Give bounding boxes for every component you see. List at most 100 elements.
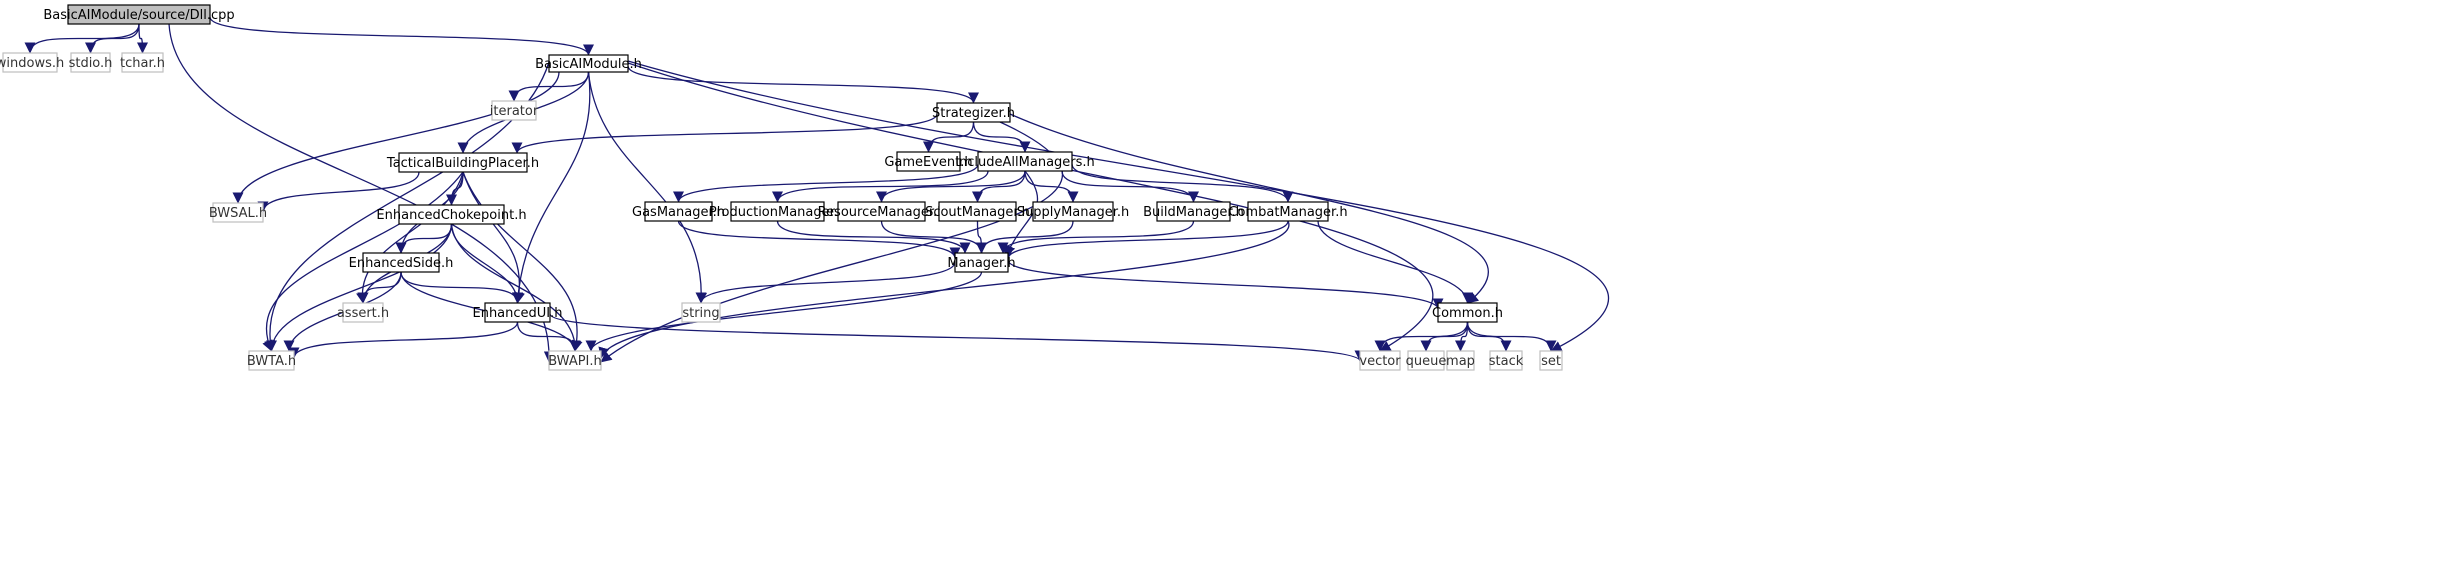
include-edge-dll-to-windows (24, 23, 140, 54)
node-build[interactable]: BuildManager.h (1143, 201, 1244, 222)
include-edge-common-to-vector (1374, 321, 1469, 352)
include-edge-eui-to-bwapi (516, 321, 581, 352)
include-edge-basicai-to-bwsal (232, 71, 560, 204)
node-label: set (1541, 354, 1561, 369)
include-edge-strategizer-to-gameevent (923, 121, 975, 153)
node-label: GasManager.h (632, 205, 725, 220)
include-edge-manager-to-string (695, 261, 956, 304)
node-label: BWAPI.h (548, 354, 602, 369)
include-edge-basicai-to-eui (512, 71, 591, 304)
include-edge-tbp-to-bwapi (462, 171, 583, 352)
edge-layer (24, 16, 1610, 363)
include-edge-dll-to-basicai (209, 16, 594, 56)
include-edge-tbp-to-assert (356, 171, 464, 304)
node-label: BWSAL.h (209, 206, 267, 221)
node-label: Strategizer.h (932, 106, 1015, 121)
include-edge-supply-to-manager (976, 220, 1074, 254)
node-common[interactable]: Common.h (1432, 302, 1503, 323)
include-edge-echoke-to-bwta (266, 223, 453, 352)
include-edge-strategizer-to-tbp (511, 113, 938, 154)
include-edge-tbp-to-bwsal (257, 171, 420, 213)
node-windows: windows.h (0, 52, 64, 73)
node-label: tchar.h (120, 56, 165, 71)
node-label: ScoutManager.h (925, 205, 1030, 220)
node-label: assert.h (337, 306, 389, 321)
node-label: ProductionManager.h (709, 205, 846, 220)
node-bwta: BWTA.h (247, 350, 296, 371)
node-label: BasicAIModule/source/Dll.cpp (43, 8, 234, 23)
include-edge-common-to-map (1455, 321, 1469, 352)
include-edge-dll-to-tchar (136, 23, 148, 54)
node-map: map (1446, 350, 1475, 371)
node-stdio: stdio.h (69, 52, 112, 73)
include-edge-production-to-manager (776, 220, 971, 254)
node-dll[interactable]: BasicAIModule/source/Dll.cpp (43, 4, 235, 25)
node-label: EnhancedUI.h (472, 306, 562, 321)
node-label: windows.h (0, 56, 64, 71)
include-edge-basicai-to-string (587, 71, 708, 304)
node-eside[interactable]: EnhancedSide.h (349, 252, 454, 273)
include-edge-includeall-to-gas (673, 163, 979, 203)
node-label: BWTA.h (247, 354, 296, 369)
include-edge-echoke-to-eui (450, 223, 523, 304)
include-edge-tbp-to-bwta (262, 171, 464, 352)
node-layer: BasicAIModule/source/Dll.cpp windows.h std… (0, 4, 1563, 371)
node-set: set (1539, 350, 1563, 371)
include-edge-combat-to-manager (1002, 220, 1289, 260)
node-label: queue (1406, 354, 1447, 369)
include-edge-tbp-to-eui (462, 171, 525, 304)
node-scout[interactable]: ScoutManager.h (925, 201, 1030, 222)
node-assert: assert.h (337, 302, 389, 323)
include-edge-strategizer-to-common (1009, 113, 1489, 304)
node-label: vector (1359, 354, 1401, 369)
include-edge-echoke-to-bwapi (450, 223, 581, 352)
node-label: Manager.h (947, 256, 1015, 271)
node-label: TacticalBuildingPlacer.h (386, 156, 539, 171)
include-edge-combat-to-common (1317, 220, 1473, 304)
node-manager[interactable]: Manager.h (947, 252, 1016, 273)
include-edge-basicai-to-set (627, 60, 1610, 352)
node-tbp[interactable]: TacticalBuildingPlacer.h (386, 152, 539, 173)
node-iterator: iterator (490, 100, 539, 121)
node-resource[interactable]: ResourceManager.h (818, 201, 946, 222)
node-vector: vector (1359, 350, 1401, 371)
node-label: IncludeAllManagers.h (955, 155, 1095, 170)
node-label: map (1446, 354, 1475, 369)
include-edge-includeall-to-resource (876, 170, 1026, 203)
node-label: BuildManager.h (1143, 205, 1244, 220)
node-supply[interactable]: SupplyManager.h (1017, 201, 1129, 222)
node-strategizer[interactable]: Strategizer.h (932, 102, 1015, 123)
include-edge-combat-to-bwapi (598, 220, 1290, 359)
node-combat[interactable]: CombatManager.h (1228, 201, 1348, 222)
include-edge-eui-to-vector (549, 313, 1366, 362)
node-label: stack (1489, 354, 1524, 369)
node-queue: queue (1406, 350, 1447, 371)
node-gameevent[interactable]: GameEvent.h (884, 151, 973, 172)
include-edge-scout-to-manager (975, 220, 987, 254)
node-label: GameEvent.h (884, 155, 972, 170)
include-edge-gas-to-manager (677, 220, 961, 259)
node-label: Common.h (1432, 306, 1503, 321)
include-edge-includeall-to-production (772, 170, 989, 203)
include-edge-manager-to-common (1007, 259, 1444, 310)
include-edge-common-to-set (1466, 321, 1557, 352)
node-label: ResourceManager.h (818, 205, 946, 220)
include-edge-dll-to-stdio (85, 23, 140, 54)
include-edge-strategizer-to-includeall (972, 121, 1031, 153)
include-edge-includeall-to-scout (972, 170, 1026, 203)
node-production[interactable]: ProductionManager.h (709, 201, 846, 222)
node-bwapi: BWAPI.h (548, 350, 602, 371)
node-label: CombatManager.h (1228, 205, 1347, 220)
node-stack: stack (1489, 350, 1524, 371)
include-edge-includeall-to-build (1061, 170, 1199, 203)
node-gas[interactable]: GasManager.h (632, 201, 725, 222)
include-edge-build-to-manager (997, 220, 1195, 254)
node-label: EnhancedChokepoint.h (376, 208, 526, 223)
node-basicai[interactable]: BasicAIModule.h (535, 54, 642, 73)
node-includeall[interactable]: IncludeAllManagers.h (955, 151, 1095, 172)
node-label: string (682, 306, 719, 321)
node-echoke[interactable]: EnhancedChokepoint.h (376, 204, 527, 225)
node-eui[interactable]: EnhancedUI.h (472, 302, 563, 323)
include-edge-common-to-queue (1420, 321, 1469, 352)
